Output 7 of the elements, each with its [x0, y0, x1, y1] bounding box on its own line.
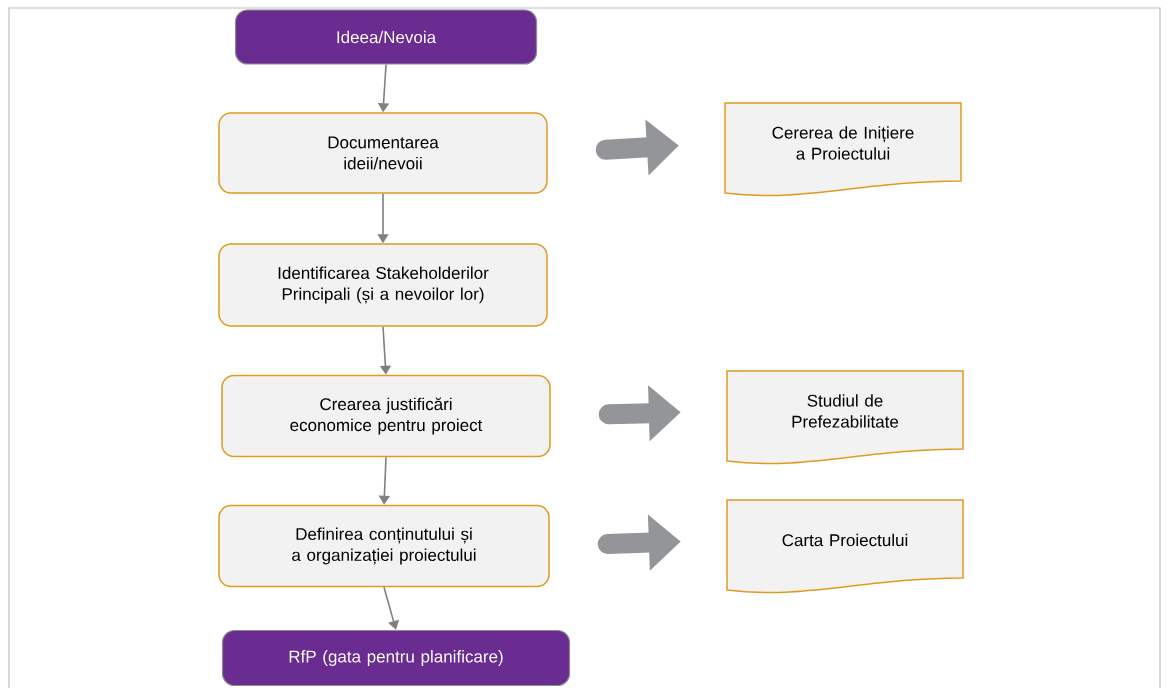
- terminal-box: Ideea/Nevoia: [234, 9, 538, 65]
- process-box: Identificarea Stakeholderilor Principali (și a nevoilor lor): [218, 243, 548, 327]
- terminal-box: RfP (gata pentru planificare): [221, 629, 571, 687]
- arrow: [383, 586, 400, 630]
- process-box: Documentarea ideii/nevoii: [218, 112, 548, 194]
- process-box: Crearea justificări economice pentru proiect: [221, 374, 551, 458]
- process-box: Definirea conținutului și a organizației proiectului: [218, 504, 550, 588]
